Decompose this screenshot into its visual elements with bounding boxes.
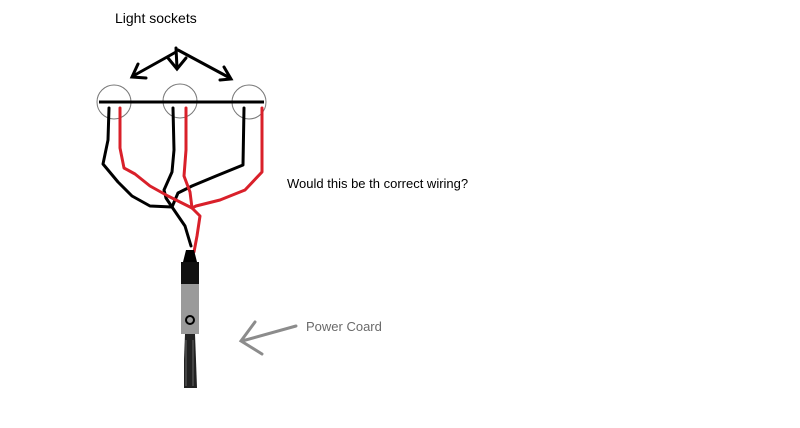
hot-wire-middle: [182, 106, 194, 210]
hot-wires: [118, 106, 264, 254]
arrow-left-head: [129, 62, 148, 80]
arrow-middle-shaft: [174, 46, 179, 70]
neutral-wire-right: [170, 106, 246, 209]
socket-pointer-arrows: [129, 46, 234, 82]
neutral-wires: [101, 106, 246, 248]
neutral-wire-middle: [162, 106, 176, 209]
light-sockets-label: Light sockets: [115, 10, 197, 26]
hot-wire-right: [190, 106, 264, 210]
neutral-wire-left: [101, 106, 193, 248]
arrow-left-shaft: [131, 50, 178, 78]
power-cord: [181, 250, 199, 388]
power-cord-notch: [185, 315, 196, 325]
arrow-right-shaft: [176, 48, 232, 80]
power-cord-arrow-shaft: [240, 324, 298, 343]
power-cord-band: [181, 262, 199, 284]
power-cord-arrow: [238, 320, 298, 356]
arrow-right-head: [218, 65, 234, 82]
power-cord-label: Power Coard: [306, 319, 382, 334]
power-cord-arrow-head: [238, 320, 264, 356]
hot-wire-left: [118, 106, 202, 254]
wiring-question-text: Would this be th correct wiring?: [287, 176, 469, 191]
arrow-middle-head: [166, 56, 188, 72]
